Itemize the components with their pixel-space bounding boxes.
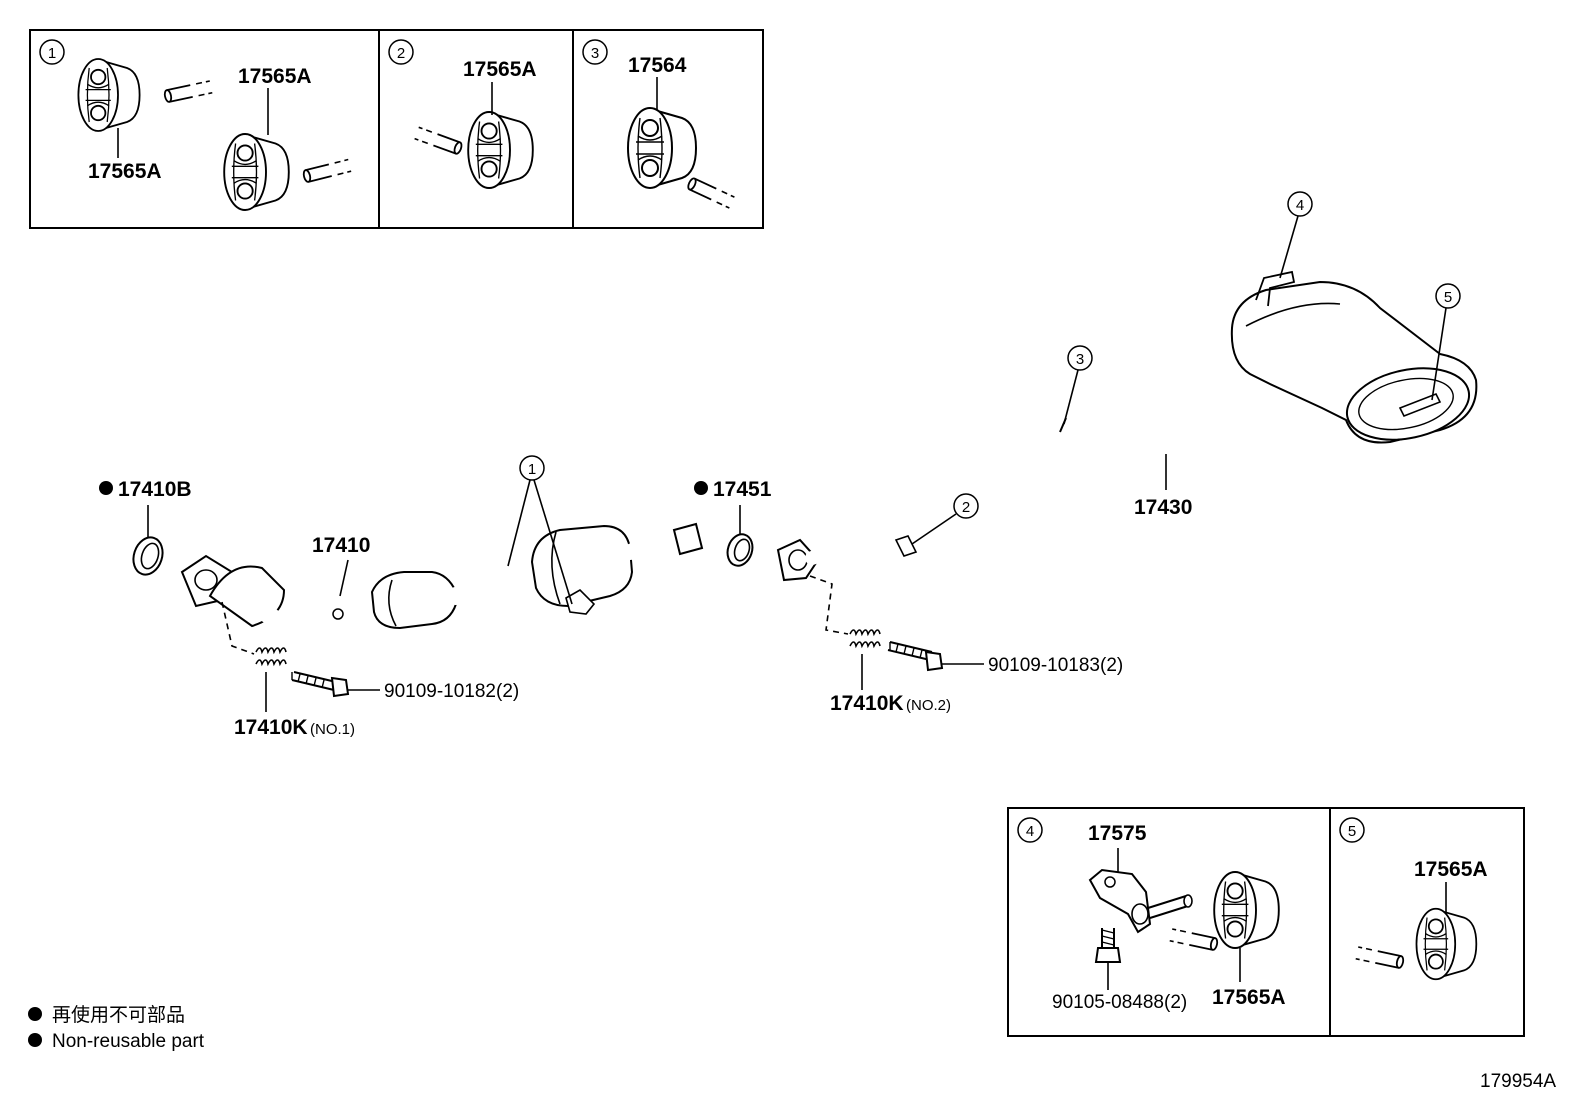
diagram-code: 179954A (1480, 1071, 1556, 1092)
part-label-bolt-2: 90109-10183(2) (988, 655, 1123, 676)
panel-4-number: 4 (1026, 823, 1034, 840)
rubber-hanger-17565a (1415, 907, 1478, 981)
rubber-hanger-17564 (627, 107, 697, 189)
panel-1: 1 17565A 17565A (29, 29, 380, 229)
panel-5: 5 17565A (1329, 807, 1525, 1037)
callout-2: 2 (911, 493, 979, 545)
part-label: 17565A (1212, 986, 1286, 1009)
part-label-17451: 17451 (713, 478, 772, 501)
hanger-rod (1354, 946, 1406, 970)
callout-1: 1 (507, 455, 573, 605)
part-label-bolt-1: 90109-10182(2) (384, 681, 519, 702)
part-label-17410: 17410 (312, 534, 370, 557)
part-label: 17575 (1088, 822, 1147, 845)
legend: 再使用不可部品 Non-reusable part (28, 1004, 205, 1052)
hanger-rod (1168, 928, 1220, 952)
hanger-rod (301, 158, 353, 184)
rubber-hanger-17565a (1213, 871, 1280, 949)
tail-pipe-17430: 17430 (776, 270, 1478, 582)
callout-4-number: 4 (1296, 197, 1304, 214)
bolt-90109-10182: 90109-10182(2) (291, 671, 519, 702)
front-pipe-17410: 17410 (180, 522, 704, 636)
part-label-17410k-2: 17410K (830, 692, 904, 715)
panel-2-number: 2 (397, 45, 405, 62)
panel-3-number: 3 (591, 45, 599, 62)
gasket-17410b: 17410B (99, 478, 192, 576)
hanger-rod (685, 176, 736, 209)
callout-5-number: 5 (1444, 289, 1452, 306)
part-label: 90105-08488(2) (1052, 992, 1187, 1013)
part-sublabel-no1: (NO.1) (310, 721, 355, 738)
bolt-90105-08488: 90105-08488(2) (1052, 928, 1187, 1013)
bracket-17575: 17575 (1088, 822, 1193, 934)
part-label-17410k-1: 17410K (234, 716, 308, 739)
part-label: 17565A (1414, 858, 1488, 881)
part-sublabel-no2: (NO.2) (906, 697, 951, 714)
part-label-17430: 17430 (1134, 496, 1192, 519)
panel-1-number: 1 (48, 45, 56, 62)
callout-2-number: 2 (962, 499, 970, 516)
rubber-hanger-17565a (223, 133, 290, 211)
callout-4: 4 (1279, 191, 1313, 279)
hanger-rod (413, 126, 464, 156)
rubber-hanger-17565a (467, 111, 534, 189)
rubber-hanger-17565a (77, 58, 141, 132)
callout-1-number: 1 (528, 461, 536, 478)
part-label: 17565A (238, 65, 312, 88)
bolt-90109-10183: 90109-10183(2) (887, 641, 1123, 676)
callout-3-number: 3 (1076, 351, 1084, 368)
panel-4: 4 17575 90105-08488(2) 17565A (1007, 807, 1331, 1037)
callout-5: 5 (1431, 283, 1461, 401)
panel-2: 2 17565A (378, 29, 574, 229)
legend-en: Non-reusable part (52, 1031, 205, 1052)
hanger-rod (162, 80, 214, 104)
spring-17410k-no1: 17410K (NO.1) (221, 601, 355, 739)
panel-3: 3 17564 (572, 29, 764, 229)
spring-17410k-no2: 17410K (NO.2) (809, 575, 951, 715)
part-label-17410b: 17410B (118, 478, 192, 501)
part-label: 17564 (628, 54, 687, 77)
panel-5-number: 5 (1348, 823, 1356, 840)
gasket-17451: 17451 (694, 478, 772, 567)
part-label: 17565A (463, 58, 537, 81)
part-label: 17565A (88, 160, 162, 183)
callout-3: 3 (1063, 345, 1093, 425)
legend-jp: 再使用不可部品 (52, 1004, 185, 1026)
